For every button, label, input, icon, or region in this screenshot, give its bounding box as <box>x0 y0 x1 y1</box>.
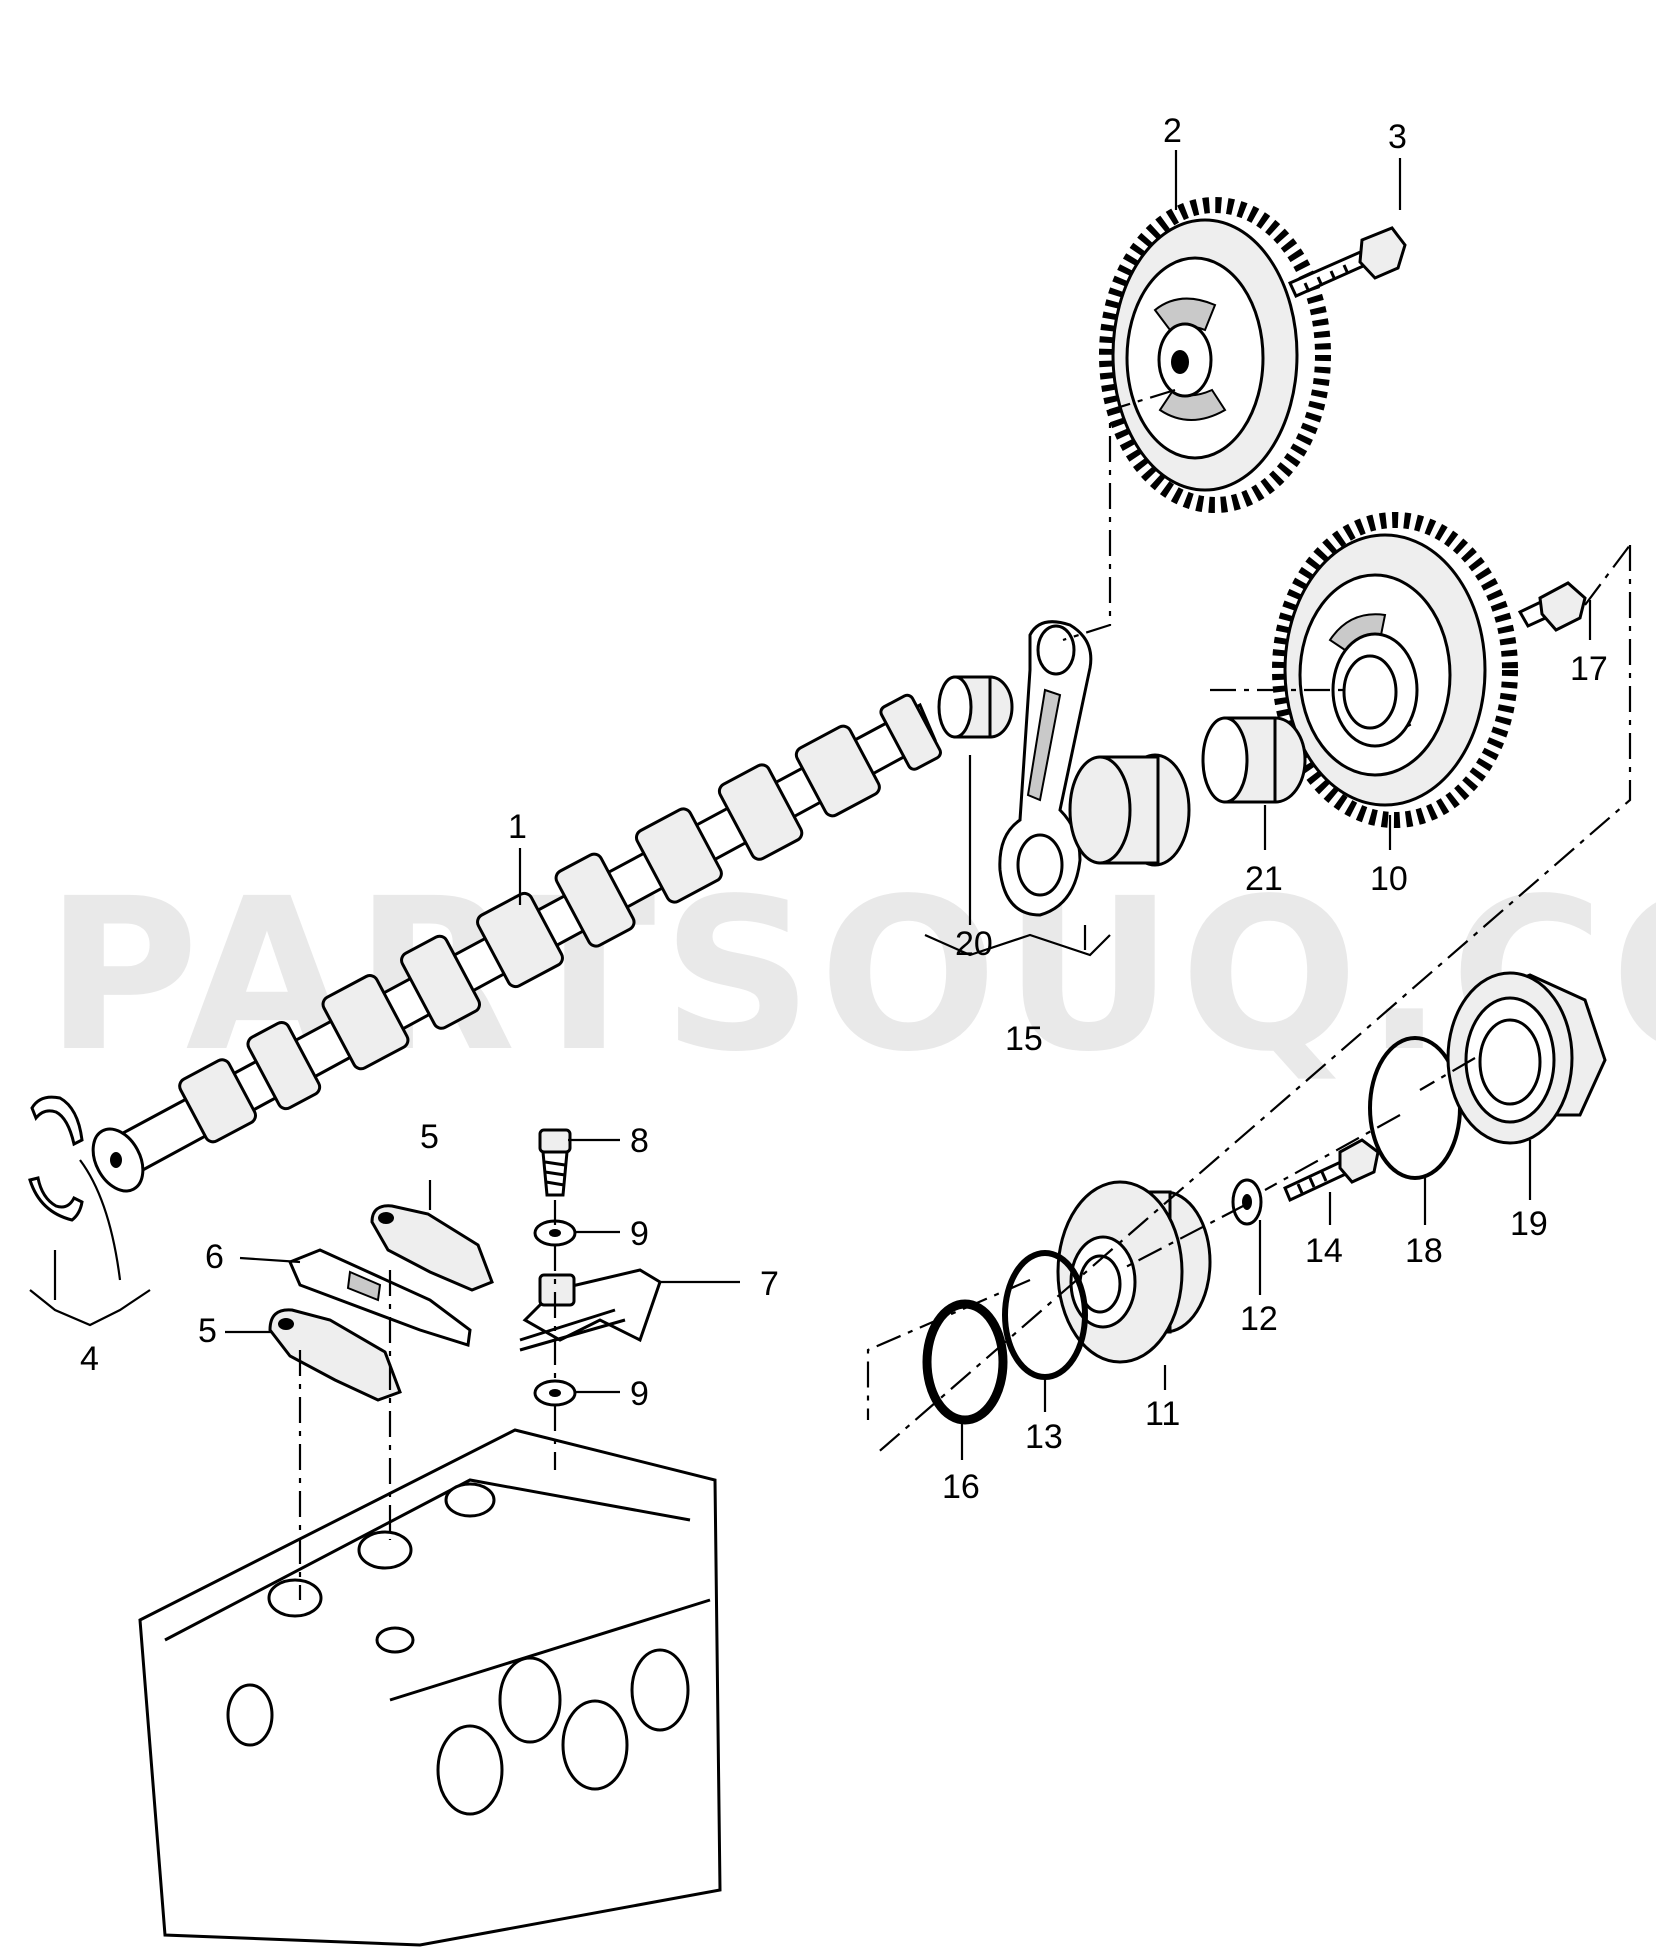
callout-2: 2 <box>1163 112 1182 150</box>
callout-21: 21 <box>1245 860 1283 898</box>
callout-10: 10 <box>1370 860 1408 898</box>
callout-8: 8 <box>630 1122 649 1160</box>
part-17-bolt[interactable] <box>1517 581 1587 632</box>
callout-9-lower: 9 <box>630 1375 649 1413</box>
callout-7: 7 <box>760 1265 779 1303</box>
part-16-spring-ring[interactable] <box>922 1299 1008 1425</box>
callout-13: 13 <box>1025 1418 1063 1456</box>
callout-16: 16 <box>942 1468 980 1506</box>
callout-3: 3 <box>1388 118 1407 156</box>
part-4-thrust-half-rings[interactable] <box>28 1095 84 1222</box>
part-7-clamp[interactable] <box>519 1268 662 1352</box>
part-5-rocker-arm-lower[interactable] <box>268 1308 402 1402</box>
callout-17: 17 <box>1570 650 1608 688</box>
assembly-lines <box>298 388 1632 1600</box>
part-20-bushing[interactable] <box>937 675 1014 739</box>
part-12-washer[interactable] <box>1231 1178 1263 1226</box>
part-14-bolt[interactable] <box>1283 1138 1380 1203</box>
leader-lines <box>29 150 1592 1460</box>
part-5-rocker-arm-upper[interactable] <box>370 1204 494 1292</box>
callout-11: 11 <box>1145 1395 1180 1433</box>
callout-9-upper: 9 <box>630 1215 649 1253</box>
callout-20: 20 <box>955 925 993 963</box>
cylinder-head <box>138 1428 722 1947</box>
part-9-washer-lower[interactable] <box>533 1379 577 1407</box>
callout-1: 1 <box>508 808 527 846</box>
callout-5-lower: 5 <box>198 1312 217 1350</box>
callout-19: 19 <box>1510 1205 1548 1243</box>
callout-6: 6 <box>205 1238 224 1276</box>
part-8-screw[interactable] <box>538 1128 572 1197</box>
callout-5-upper: 5 <box>420 1118 439 1156</box>
callout-14: 14 <box>1305 1232 1343 1270</box>
part-2-camshaft-gear[interactable] <box>1099 197 1331 513</box>
part-21-bushing[interactable] <box>1201 716 1307 804</box>
callout-15: 15 <box>1005 1020 1043 1058</box>
part-11-pulley-hub[interactable] <box>1056 1180 1212 1364</box>
callout-12: 12 <box>1240 1300 1278 1338</box>
part-10-drive-gear[interactable] <box>1272 512 1518 828</box>
part-6-rocker-bracket[interactable] <box>288 1248 472 1347</box>
callouts: 2 3 1 17 21 10 20 15 4 5 6 5 8 9 7 9 14 … <box>80 112 1608 1506</box>
callout-4: 4 <box>80 1340 99 1378</box>
part-1-camshaft[interactable] <box>83 687 946 1200</box>
part-3-bolt[interactable] <box>1287 226 1407 298</box>
part-19-seal-housing[interactable] <box>1446 971 1607 1145</box>
callout-18: 18 <box>1405 1232 1443 1270</box>
part-15-connecting-rod-assembly[interactable] <box>998 620 1191 917</box>
part-13-o-ring[interactable] <box>1002 1250 1088 1380</box>
